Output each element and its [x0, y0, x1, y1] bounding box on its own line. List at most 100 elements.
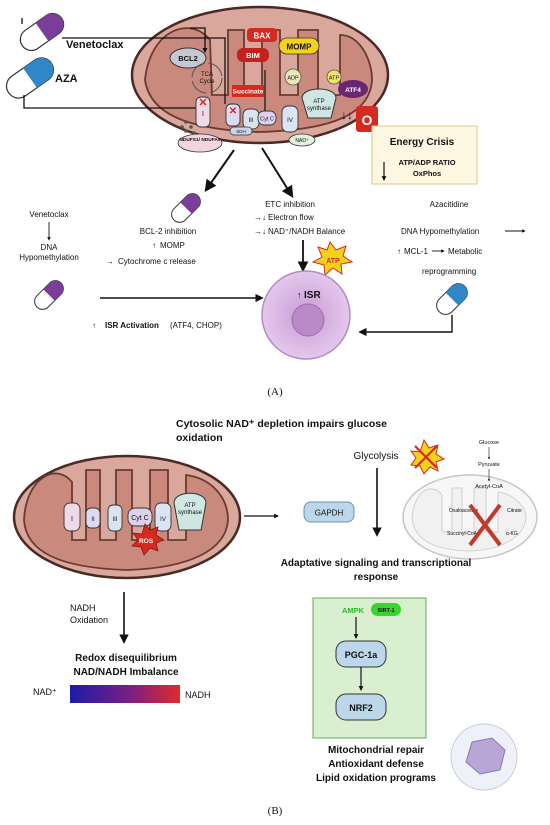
- outcome-line1: Mitochondrial repair: [328, 745, 424, 756]
- bcl2-label: BCL2: [178, 54, 198, 63]
- complex-ii-b-label: II: [91, 517, 95, 523]
- cyt-c-b: [127, 507, 153, 527]
- isr-activation-up-icon: ↑: [92, 321, 96, 330]
- cyt-c-label: Cyt C: [260, 117, 274, 123]
- venetoclax-pill-small-icon: [34, 280, 64, 310]
- mcl1-up-arrow-icon: ↑: [397, 247, 401, 256]
- isr-cell-nucleus: [291, 303, 325, 337]
- momp-up-arrow-icon: ↑: [152, 241, 156, 250]
- panel-b-title-line2: oxidation: [176, 432, 223, 444]
- atp-synthase-b-label-1: ATP: [184, 503, 195, 509]
- glycolysis-blocked-burst-icon: [409, 438, 446, 475]
- succinate-label: Succinate: [233, 89, 264, 96]
- complex-iv-b-label: IV: [160, 517, 166, 523]
- atp-synthase-label-2: synthase: [307, 106, 332, 112]
- citrate-label: Citrate: [507, 508, 522, 514]
- nad-plus-node: [288, 133, 316, 147]
- bax-node: [247, 28, 277, 42]
- energy-crisis-box: [371, 125, 478, 185]
- energy-crisis-line1: ATP/ADP RATIO: [398, 158, 455, 167]
- mitochondrion-b: [12, 454, 242, 580]
- nad-nadh-gradient-bar: [70, 685, 180, 703]
- adp-label: ADP: [287, 76, 299, 82]
- gapdh-label: GAPDH: [315, 509, 344, 518]
- redox-line1: Redox disequilibrium: [75, 653, 177, 664]
- nadh-line1: NADH: [70, 603, 96, 613]
- acetyl-coa-label: Acetyl-CoA: [475, 484, 503, 490]
- isr-up-arrow-icon: ↑: [297, 290, 302, 300]
- bim-label: BIM: [246, 51, 260, 60]
- atf4-label: ATF4: [345, 87, 361, 94]
- drug-venetoclax-label: Venetoclax: [66, 39, 124, 51]
- panel-a-caption: (A): [267, 386, 283, 398]
- energy-crisis-title: Energy Crisis: [390, 137, 455, 148]
- isr-activation-bold: ISR Activation: [105, 321, 159, 330]
- nadh-line2: Oxidation: [70, 615, 108, 625]
- nad-balance-label: NAD⁺/NADH Balance: [268, 227, 346, 236]
- aza-line: [23, 95, 196, 109]
- oxphos-stop-glyph: O: [362, 112, 373, 128]
- panel-b-title-line1: Cytosolic NAD⁺ depletion impairs glucose: [176, 418, 387, 430]
- bcl2-inhibition-arrow: [190, 27, 208, 54]
- atp-node: [326, 69, 342, 85]
- bcl2-inhibition-label: BCL-2 inhibition: [140, 227, 196, 236]
- gradient-left-label: NAD⁺: [33, 687, 57, 697]
- cyt-c-b-label: Cyt C: [131, 515, 149, 522]
- mcl1-label: MCL-1: [404, 247, 429, 256]
- venetoclax-pill-icon: [19, 12, 65, 52]
- arrow-to-bcl2-inhibition: [204, 149, 235, 192]
- oxaloacetate-label: Oxaloacetate: [449, 508, 479, 514]
- atp-synthase-b: [173, 492, 207, 531]
- atp-burst-label: ATP: [326, 258, 340, 265]
- pyruvate-label: Pyruvate: [478, 462, 500, 468]
- succinyl-coa-label: Succinyl-CoA: [447, 531, 478, 537]
- drug-aza-label: AZA: [55, 73, 78, 85]
- succinate-node: [232, 85, 264, 97]
- cytc-release-label: Cytochrome c release: [118, 257, 196, 266]
- bax-label: BAX: [254, 32, 272, 41]
- faded-mitochondrion: [402, 474, 538, 560]
- momp-node: [278, 37, 320, 55]
- nrf2-label: NRF2: [349, 703, 373, 713]
- nad-plus-label: NAD⁺: [295, 138, 309, 144]
- complex-iv-label: IV: [287, 118, 293, 124]
- gradient-right-label: NADH: [185, 690, 211, 700]
- glucose-label: Glucose: [479, 440, 499, 446]
- tca-block-icon: [468, 503, 502, 547]
- azacitidine-pill-icon: [436, 283, 468, 315]
- tca-label-1: TCA: [201, 72, 213, 78]
- complex-ii-a: [225, 103, 241, 127]
- nrf2-node: [335, 693, 387, 721]
- pgc1a-label: PGC-1a: [345, 650, 379, 660]
- ros-burst-icon: [131, 523, 165, 556]
- complex-i-b-label: I: [71, 516, 73, 523]
- atp-label: ATP: [329, 76, 340, 82]
- energy-crisis-line2: OxPhos: [413, 169, 441, 178]
- sirt1-label: SIRT-1: [377, 608, 394, 614]
- sdh-node: [229, 126, 253, 136]
- ros-label: ROS: [139, 538, 154, 545]
- atp-synthase-label-1: ATP: [313, 99, 324, 105]
- ndufs-label: NDUFS1/ NDUFA9: [179, 137, 220, 143]
- complex-ii-block-icon: ✕: [229, 106, 237, 117]
- electron-flow-label: Electron flow: [268, 213, 314, 222]
- complex-iii-b: [107, 504, 123, 532]
- panel-b-caption: (B): [268, 805, 283, 817]
- healthy-cell-nucleus: [465, 737, 506, 775]
- electron-flow-arrow-icon: →↓: [254, 213, 266, 222]
- dna-line2: Hypomethylation: [19, 253, 79, 262]
- gapdh-node: [303, 501, 355, 523]
- azacitidine-label: Azacitidine: [430, 200, 469, 209]
- complex-iii-b-label: III: [112, 517, 117, 523]
- akg-label: α-KG: [506, 531, 518, 537]
- venetoclax-line: [21, 18, 226, 104]
- ampk-label: AMPK: [342, 606, 365, 615]
- ros-dots-icon: [180, 120, 196, 135]
- adaptive-line1: Adaptative signaling and transcriptional: [281, 558, 472, 569]
- atp-synthase-a: [301, 88, 337, 119]
- momp-text: MOMP: [160, 241, 185, 250]
- tca-cycle-icon: [191, 62, 223, 94]
- redox-line2: NAD/NADH Imbalance: [73, 667, 178, 678]
- outcome-line2: Antioxidant defense: [328, 759, 424, 770]
